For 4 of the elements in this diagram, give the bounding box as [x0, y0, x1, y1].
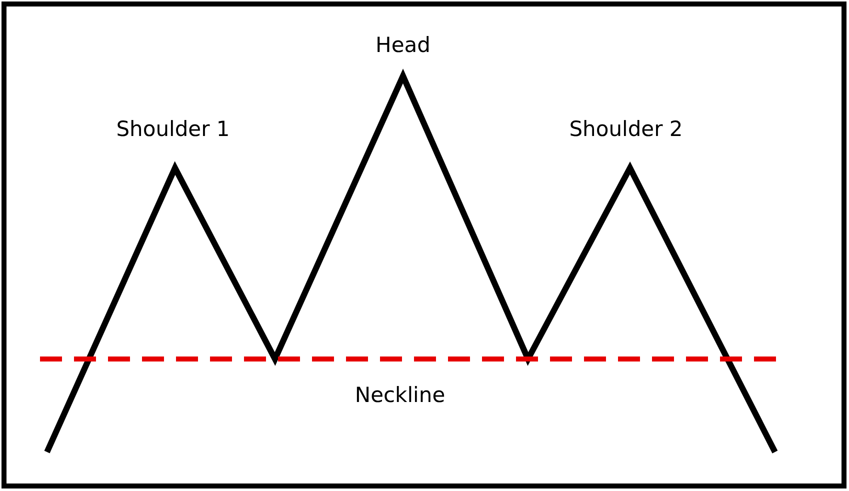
peak-label: Shoulder 1 [116, 118, 230, 142]
neckline-label: Neckline [354, 384, 446, 408]
peak-label: Shoulder 2 [569, 118, 683, 142]
peak-label: Head [376, 34, 430, 58]
